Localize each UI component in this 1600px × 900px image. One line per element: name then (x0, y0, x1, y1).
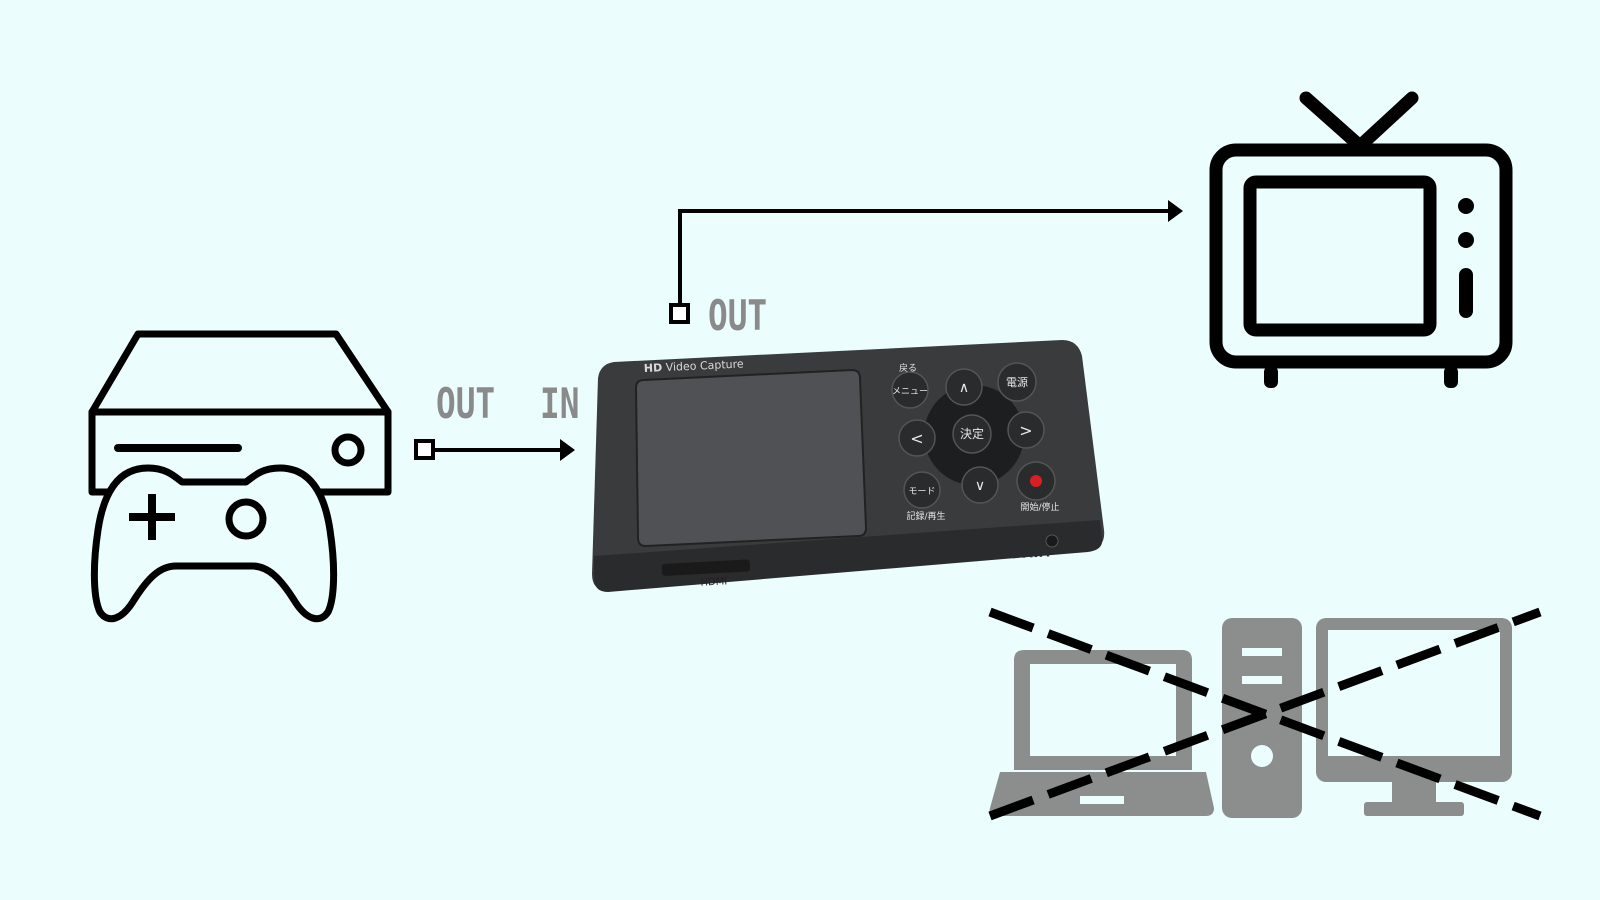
capture-out-port-marker (669, 303, 690, 324)
left-button-label: < (910, 429, 923, 448)
console-to-capture-arrow (414, 439, 575, 461)
capture-in-label: IN (540, 379, 579, 428)
ok-button-label: 決定 (960, 426, 984, 441)
menu-button-label: メニュー (892, 387, 928, 397)
hd-video-capture-device: HD Video Capture 戻る メニュー ∧ 電源 < 決定 > モード… (592, 340, 1105, 592)
device-brand: I·O DATA (986, 545, 1050, 563)
record-caption: 開始/停止 (1020, 501, 1059, 513)
up-button-label: ∧ (959, 380, 969, 396)
back-caption: 戻る (899, 362, 917, 374)
capture-to-tv-arrow (669, 200, 1183, 324)
capture-out-label: OUT (708, 291, 767, 340)
monitor-icon (1316, 618, 1512, 816)
device-title: HD Video Capture (644, 357, 745, 375)
ok-button[interactable] (952, 414, 992, 454)
mode-button-label: モード (908, 487, 935, 497)
device-bottom-edge (594, 520, 1103, 592)
mode-caption: 記録/再生 (906, 510, 945, 522)
device-audio-jack (1045, 534, 1059, 548)
down-button[interactable] (961, 466, 999, 504)
console-out-label: OUT (436, 379, 495, 428)
menu-button[interactable] (891, 371, 929, 409)
device-port-label: HDMI (700, 576, 727, 588)
excluded-pc-group (988, 607, 1542, 821)
left-button[interactable] (898, 419, 936, 457)
television-icon (1209, 91, 1513, 388)
game-console-icon (88, 330, 392, 496)
laptop-icon (989, 650, 1214, 816)
right-button[interactable] (1007, 411, 1045, 449)
dashed-x-icon (988, 607, 1542, 821)
arrowhead (560, 439, 575, 461)
down-button-label: ∨ (975, 478, 985, 494)
gamepad-icon (90, 464, 338, 623)
record-dot-icon (1030, 475, 1042, 487)
device-screen (634, 368, 868, 548)
arrowhead (1168, 200, 1183, 222)
device-hdmi-port (661, 559, 751, 576)
power-button[interactable] (997, 362, 1037, 402)
device-buttons: 戻る メニュー ∧ 電源 < 決定 > モード ∨ 記録/再生 開始/停止 (891, 362, 1060, 522)
power-button-label: 電源 (1006, 375, 1028, 389)
right-button-label: > (1019, 421, 1032, 440)
mode-button[interactable] (903, 471, 941, 509)
up-button[interactable] (945, 368, 983, 406)
console-out-port-marker (414, 439, 435, 460)
